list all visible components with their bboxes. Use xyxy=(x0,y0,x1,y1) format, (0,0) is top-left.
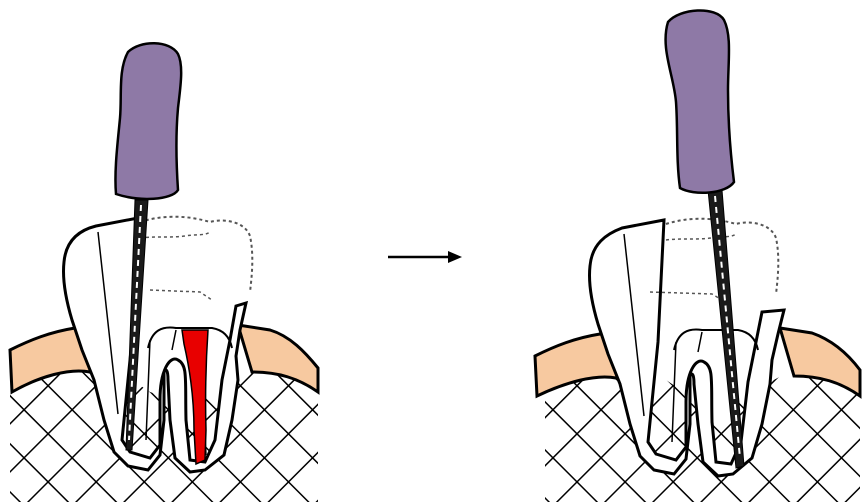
file-handle xyxy=(115,43,181,199)
dotted-access-outline xyxy=(140,232,210,238)
dotted-crown-outline xyxy=(140,217,252,292)
dotted-access-outline xyxy=(150,290,212,300)
pulp-chamber xyxy=(674,330,758,350)
panel-after xyxy=(535,10,860,502)
panel-before xyxy=(10,43,318,502)
file-handle xyxy=(666,10,734,192)
right-arrow-icon xyxy=(388,251,462,263)
